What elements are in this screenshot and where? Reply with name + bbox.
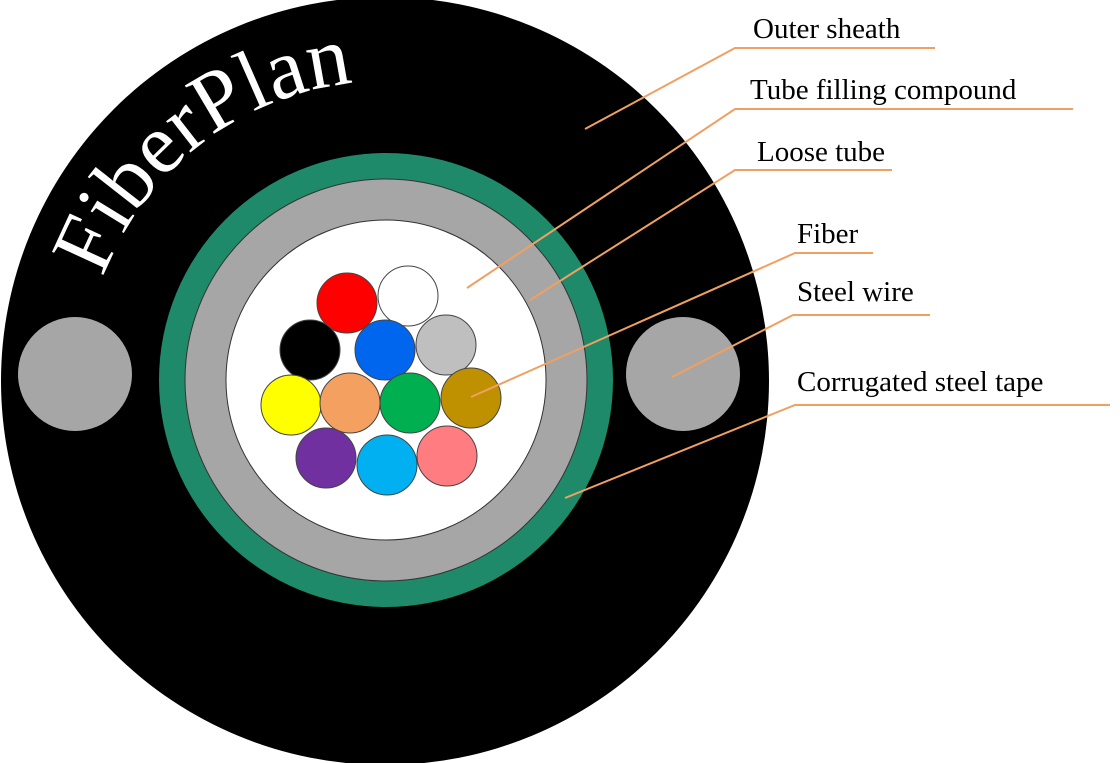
leader-lines	[466, 47, 1110, 499]
steel-wire-right	[626, 317, 740, 431]
leader-outer-sheath	[584, 47, 935, 130]
label-fiber: Fiber	[797, 218, 859, 250]
fiber	[356, 434, 418, 496]
label-corrugated-steel-tape: Corrugated steel tape	[797, 366, 1043, 398]
label-outer-sheath: Outer sheath	[753, 13, 901, 45]
fiber	[260, 374, 322, 436]
fiber	[319, 372, 381, 434]
label-loose-tube: Loose tube	[757, 136, 885, 168]
leader-fiber	[470, 252, 873, 398]
steel-wire-left	[18, 317, 132, 431]
leader-loose-tube	[529, 169, 892, 301]
fiber	[295, 427, 357, 489]
label-tube-filling-compound: Tube filling compound	[750, 74, 1017, 106]
fiber	[440, 367, 502, 429]
fiber-bundle	[260, 265, 502, 496]
leader-steel-wire	[671, 314, 930, 378]
label-steel-wire: Steel wire	[797, 276, 914, 308]
leader-corrugated-steel-tape	[564, 404, 1110, 499]
fiber	[415, 314, 477, 376]
fiber	[416, 425, 478, 487]
fiber	[377, 265, 439, 327]
fiber	[316, 272, 378, 334]
fiber	[279, 319, 341, 381]
fiber	[354, 319, 416, 381]
leader-tube-filling-compound	[466, 108, 1073, 289]
fiber	[379, 372, 441, 434]
